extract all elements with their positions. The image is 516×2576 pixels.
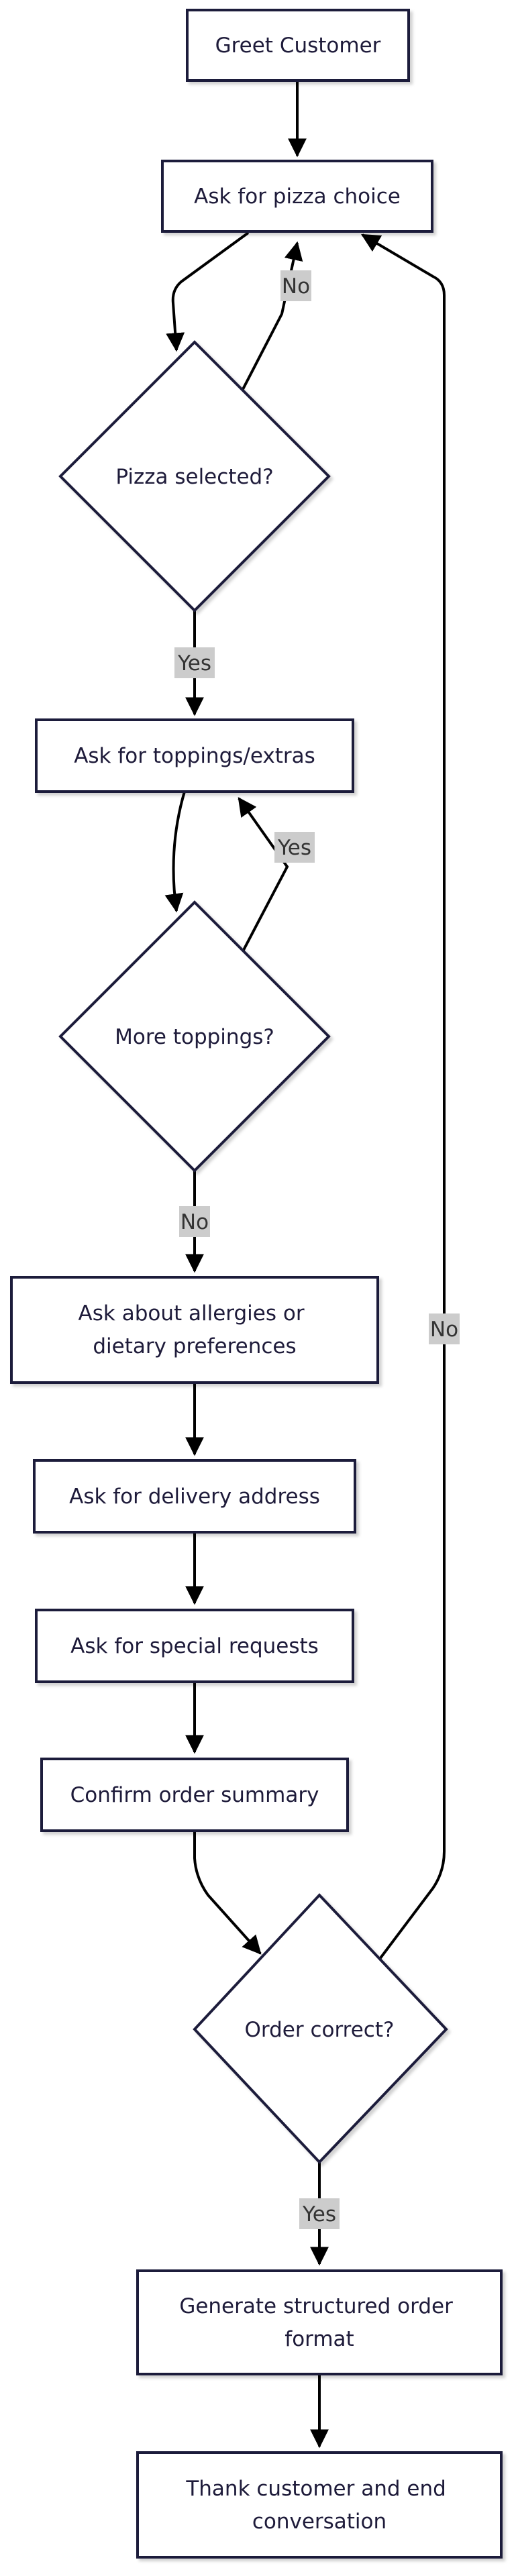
edge-label-pizza-no: No [280,270,311,301]
edge-label-order-yes-text: Yes [302,2202,336,2226]
edge-label-order-no-text: No [430,1318,458,1342]
node-ask-allergies: Ask about allergies or dietary preferenc… [10,1276,379,1384]
node-ask-delivery-address: Ask for delivery address [33,1459,356,1534]
edge-label-order-yes: Yes [299,2198,340,2229]
node-order-correct-label: Order correct? [245,2018,395,2042]
edge-order-correct-no [360,233,446,1966]
edge-ask-toppings-to-more-toppings [164,791,186,913]
edge-more-toppings-yes [238,797,289,952]
node-confirm-order-summary-label: Confirm order summary [70,1783,319,1807]
node-pizza-selected: Pizza selected? [58,340,331,612]
edge-label-pizza-yes: Yes [174,647,215,678]
node-generate-structured-order-label: Generate structured order format [179,2294,459,2351]
node-ask-pizza-choice: Ask for pizza choice [161,160,433,233]
node-ask-allergies-label: Ask about allergies or dietary preferenc… [79,1301,311,1358]
node-pizza-selected-label: Pizza selected? [115,465,273,489]
edge-label-toppings-yes-text: Yes [277,836,311,860]
node-ask-toppings: Ask for toppings/extras [35,718,354,793]
edge-pizza-selected-no [240,241,303,392]
edge-ask-pizza-to-pizza-selected [166,231,250,352]
node-more-toppings: More toppings? [58,900,331,1173]
node-confirm-order-summary: Confirm order summary [40,1758,349,1832]
node-ask-pizza-choice-label: Ask for pizza choice [194,184,401,209]
edge-label-toppings-no-text: No [180,1210,209,1234]
node-order-correct: Order correct? [193,1893,448,2164]
edge-label-order-no: No [429,1313,460,1344]
node-ask-toppings-label: Ask for toppings/extras [74,744,315,768]
node-ask-special-requests: Ask for special requests [35,1609,354,1683]
node-ask-delivery-address-label: Ask for delivery address [69,1485,320,1509]
node-ask-special-requests-label: Ask for special requests [70,1634,319,1658]
node-thank-customer-label: Thank customer and end conversation [185,2477,452,2534]
edge-label-toppings-yes: Yes [274,832,315,863]
edge-confirm-to-order-correct [193,1831,262,1955]
node-generate-structured-order: Generate structured order format [136,2269,503,2375]
node-more-toppings-label: More toppings? [115,1025,274,1049]
edge-label-pizza-yes-text: Yes [177,651,211,676]
edge-label-pizza-no-text: No [282,274,310,299]
node-thank-customer: Thank customer and end conversation [136,2451,503,2559]
edge-label-toppings-no: No [179,1206,210,1237]
nodes: Greet Customer Ask for pizza choice Pizz… [10,9,503,2559]
node-greet-customer-label: Greet Customer [215,34,381,58]
node-greet-customer: Greet Customer [186,9,410,82]
edge-labels: No Yes Yes No No Yes [174,270,460,2229]
